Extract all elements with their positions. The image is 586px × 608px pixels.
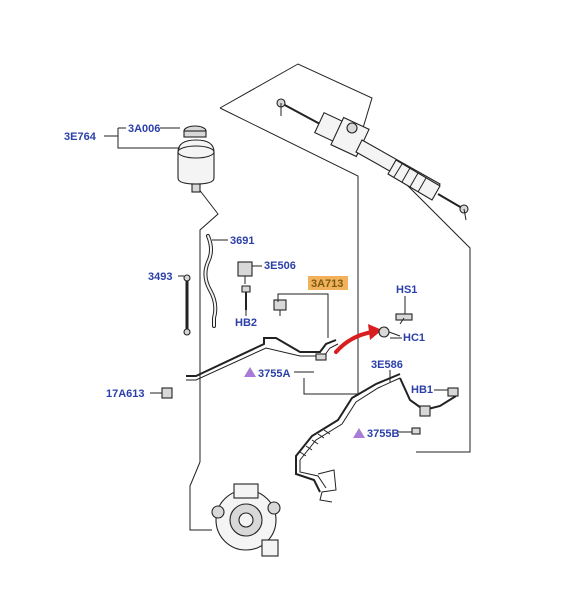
label-3493: 3493 [148,271,172,283]
label-hb1: HB1 [411,384,433,396]
label-hc1: HC1 [403,332,425,344]
bolt-hs1 [395,302,413,325]
label-17a613: 17A613 [106,388,145,400]
pressure-line-3a713 [186,299,339,381]
fluid-reservoir [177,125,215,193]
bracket-3a713 [277,293,329,338]
steering-gear-rack [276,98,469,221]
hose-cross-hatch [299,429,331,457]
reservoir-leader-frame [189,187,219,531]
label-3e586: 3E586 [371,359,403,371]
label-3755b: 3755B [367,428,399,440]
cooler-line-3e586 [295,373,459,493]
rack-boot [387,159,441,201]
marker-3755a-icon [244,367,256,377]
clip-17a613 [150,387,173,399]
label-3e506: 3E506 [264,260,296,272]
label-3a006: 3A006 [128,123,160,135]
clamp-hc1 [378,326,401,338]
label-3a713: 3A713 [311,278,343,290]
label-3691: 3691 [230,235,254,247]
label-hb2: HB2 [235,317,257,329]
marker-3755b-icon [353,428,365,438]
bolt-hb2 [241,285,251,310]
leader-lines [104,127,448,433]
lower-bracket [317,469,337,503]
clip-3e506 [237,261,253,284]
label-3755a: 3755A [258,368,290,380]
direction-arrow [334,324,382,354]
highlight-3a713-box [308,276,348,290]
supply-tube-3493 [183,274,191,336]
label-3e764: 3E764 [64,131,97,143]
power-steering-pump [211,483,281,557]
label-hs1: HS1 [396,284,417,296]
return-hose-3691 [203,234,218,328]
